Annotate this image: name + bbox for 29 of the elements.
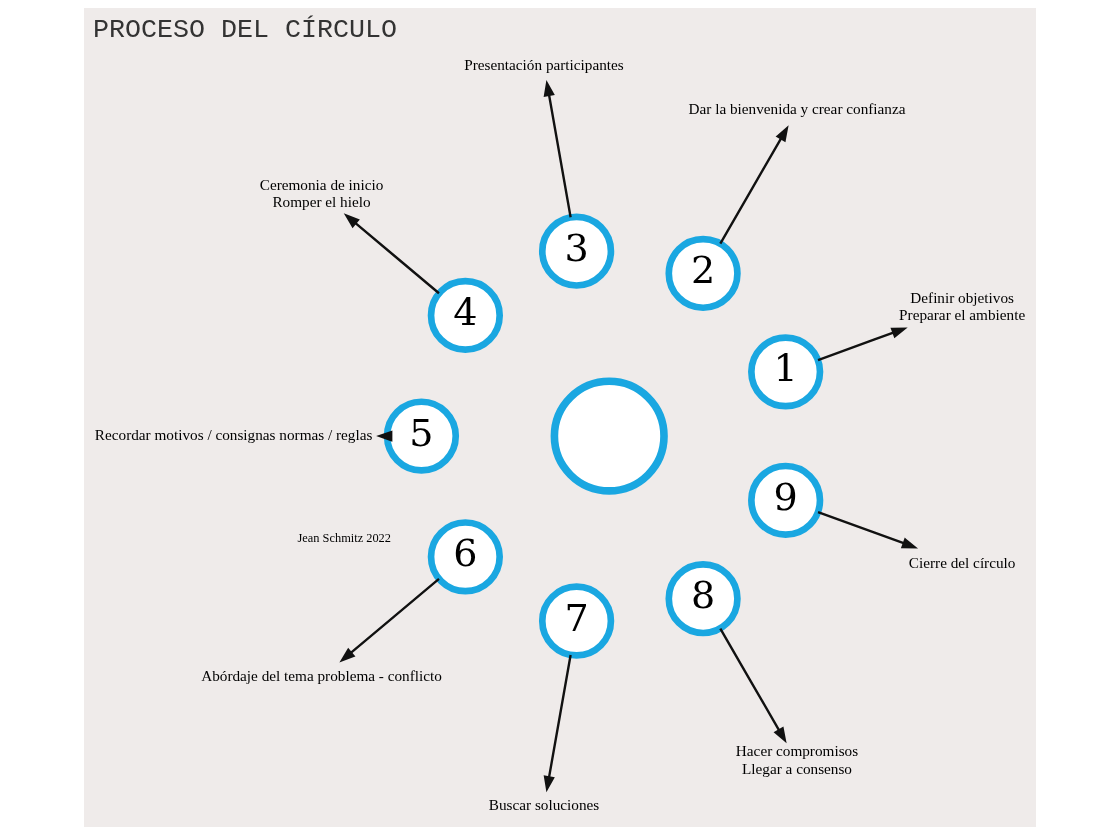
node-circle: 6: [427, 519, 503, 595]
node-text: Dar la bienvenida y crear confianza: [688, 100, 905, 118]
node-circle: 3: [538, 213, 614, 289]
arrow: [375, 430, 392, 442]
node-text: Cierre del círculo: [908, 554, 1015, 572]
node-text: Definir objetivos Preparar el ambiente: [898, 288, 1025, 323]
diagram-title: PROCESO DEL CÍRCULO: [92, 15, 397, 46]
node-circle: 2: [664, 235, 741, 312]
arrow: [718, 627, 787, 744]
label: Jean Schmitz 2022: [297, 531, 391, 546]
node-text: Hacer compromisos Llegar a consenso: [735, 742, 858, 777]
arrow: [543, 79, 572, 218]
arrow: [343, 213, 440, 295]
node-text: Abórdaje del tema problema - conflicto: [200, 667, 442, 685]
node-circle: [550, 377, 668, 495]
node-text: Buscar soluciones: [488, 795, 599, 813]
arrow: [543, 654, 572, 793]
node-text: Recordar motivos / consignas normas / reglas: [94, 425, 372, 443]
node-circle: 8: [664, 561, 741, 637]
arrow: [718, 125, 789, 245]
node-circle: 4: [427, 277, 503, 354]
node-circle: 1: [747, 334, 823, 410]
arrow: [338, 578, 440, 663]
node-text: Ceremonia de inicio Romper el hielo: [259, 175, 383, 210]
arrow: [817, 327, 908, 362]
node-circle: 9: [747, 462, 823, 538]
node-circle: 7: [538, 583, 614, 659]
arrow: [817, 510, 918, 549]
node-text: Presentación participantes: [463, 55, 624, 73]
